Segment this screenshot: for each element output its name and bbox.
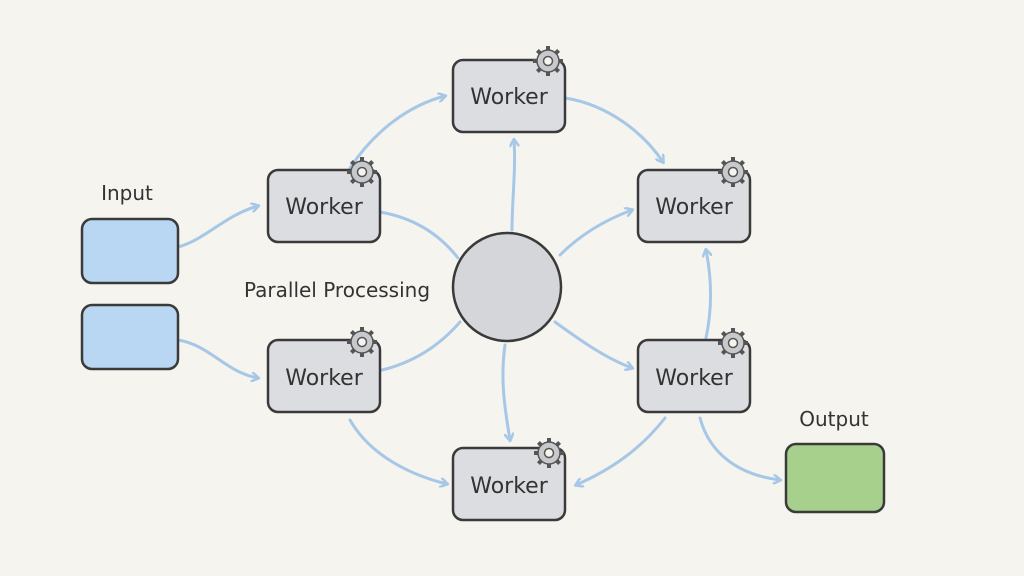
- worker-label: Worker: [285, 195, 363, 220]
- arrow-hub-worker3: [512, 140, 515, 232]
- arrow-hub-worker6: [553, 320, 632, 368]
- worker-label: Worker: [285, 366, 363, 391]
- gear-icon: [345, 155, 379, 189]
- gear-icon: [345, 325, 379, 359]
- arrow-input1-worker1: [176, 206, 258, 249]
- output-label: Output: [799, 407, 869, 431]
- worker-label: Worker: [655, 195, 733, 220]
- central-hub: [451, 231, 563, 343]
- worker-node-1: Worker: [266, 155, 382, 244]
- gear-icon: [716, 326, 750, 360]
- input-box-2: [80, 303, 180, 371]
- worker-label: Worker: [470, 474, 548, 499]
- input-box-1: [80, 217, 180, 285]
- worker-label: Worker: [655, 366, 733, 391]
- gear-icon: [716, 155, 750, 189]
- gear-icon: [531, 44, 565, 78]
- worker-node-2: Worker: [266, 325, 382, 414]
- worker-node-4: Worker: [636, 155, 752, 244]
- worker-node-5: Worker: [451, 436, 567, 522]
- worker-node-3: Worker: [451, 44, 567, 134]
- arrow-worker6-output: [698, 416, 780, 480]
- arrow-hub-worker4: [558, 210, 632, 257]
- center-label: Parallel Processing: [244, 278, 430, 302]
- arrow-worker1-worker3: [348, 96, 445, 170]
- arrow-worker3-worker4: [563, 96, 663, 162]
- arrow-hub-worker5: [501, 343, 510, 440]
- arrow-worker6-worker5: [576, 416, 667, 485]
- worker-node-6: Worker: [636, 326, 752, 414]
- connector-arrows: [176, 96, 780, 485]
- output-box: [784, 442, 886, 514]
- arrow-worker2-hub: [380, 320, 462, 372]
- arrow-worker1-hub: [378, 210, 460, 260]
- arrow-worker2-worker5: [348, 418, 447, 484]
- input-label: Input: [101, 181, 153, 205]
- gear-icon: [532, 436, 566, 470]
- worker-label: Worker: [470, 85, 548, 110]
- arrow-input2-worker2: [176, 338, 258, 378]
- arrow-worker6-worker4: [706, 250, 711, 340]
